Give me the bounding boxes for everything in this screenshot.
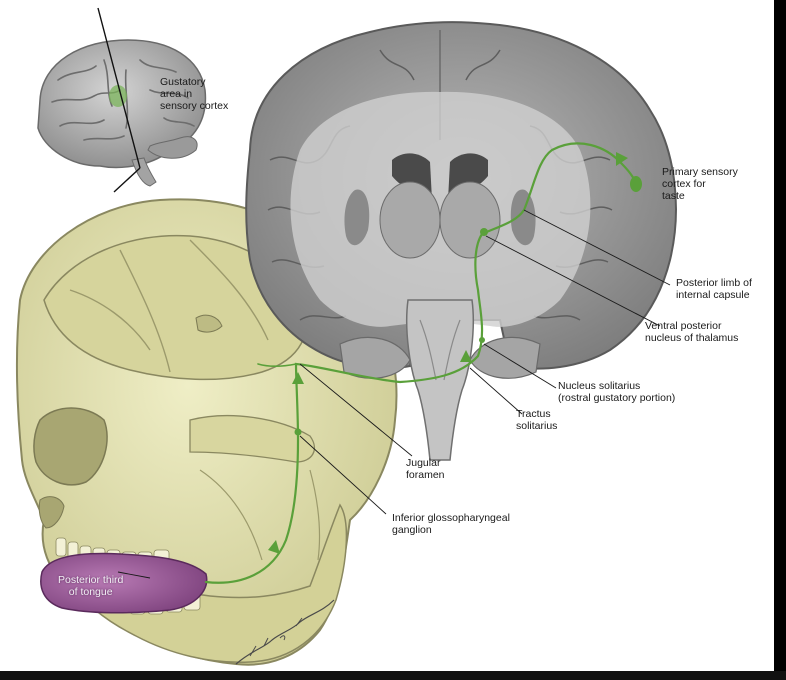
tongue xyxy=(40,552,208,614)
section-cut-line xyxy=(97,7,141,169)
label-nucleus-solitarius: Nucleus solitarius (rostral gustatory po… xyxy=(558,380,676,404)
section-cut-line-2 xyxy=(113,167,141,193)
leader-lines xyxy=(117,209,671,579)
nucleus-solitarius-node xyxy=(479,337,485,343)
thalamus-node xyxy=(480,228,488,236)
bottom-edge-bar xyxy=(0,671,786,680)
label-jugular-foramen: Jugular foramen xyxy=(406,457,445,481)
label-gustatory-area: Gustatory area in sensory cortex xyxy=(160,76,229,112)
label-inferior-ganglion: Inferior glossopharyngeal ganglion xyxy=(392,512,510,536)
artist-signature-strokes xyxy=(249,617,303,657)
label-tractus-solitarius: Tractus solitarius xyxy=(516,408,558,432)
gustatory-pathway xyxy=(204,142,638,584)
coronal-brain-section xyxy=(245,21,677,370)
artist-signature xyxy=(235,599,335,665)
pathway-arrows xyxy=(268,152,628,554)
ganglion-node xyxy=(294,428,302,436)
gustatory-area-marker xyxy=(109,85,127,107)
lateral-brain xyxy=(37,39,207,187)
right-edge-bar xyxy=(774,0,786,680)
label-ventral-posterior: Ventral posterior nucleus of thalamus xyxy=(645,320,739,344)
label-primary-sensory-cortex: Primary sensory cortex for taste xyxy=(662,166,738,202)
cortex-node xyxy=(630,176,642,192)
label-posterior-limb: Posterior limb of internal capsule xyxy=(676,277,752,301)
label-posterior-tongue: Posterior third of tongue xyxy=(58,574,124,598)
